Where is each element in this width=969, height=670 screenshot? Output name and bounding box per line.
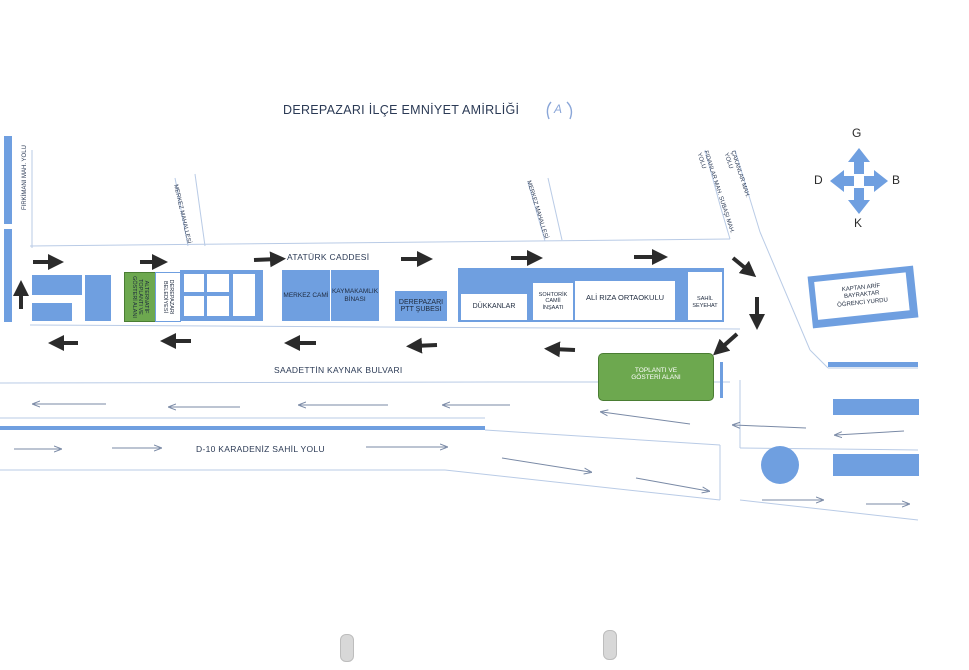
merkez-cami-label: MERKEZ CAMİ (283, 291, 329, 299)
ptt-label: DEREPAZARI PTT ŞUBESİ (398, 298, 444, 314)
building-grid (180, 270, 263, 321)
compass: G K D B (812, 124, 912, 234)
compass-east: B (892, 173, 901, 187)
saadettin-kaynak-label: SAADETTİN KAYNAK BULVARI (274, 365, 403, 375)
map-title: DEREPAZARI İLÇE EMNİYET AMİRLİĞİ (283, 103, 520, 117)
binder-hole-left (340, 634, 354, 662)
building-complex: DÜKKANLAR SOHTORİK CAMİİ İNŞAATI ALİ RIZ… (458, 268, 724, 322)
sohtorik-camii: SOHTORİK CAMİİ İNŞAATI (532, 282, 574, 321)
compass-north: G (852, 126, 862, 140)
d10-road-label: D-10 KARADENİZ SAHİL YOLU (196, 444, 325, 454)
compass-arrows-icon (830, 148, 888, 214)
title-mark: A (543, 99, 575, 121)
ptt-subesi: DEREPAZARI PTT ŞUBESİ (395, 291, 447, 321)
building-left-c (85, 275, 111, 321)
compass-west: D (814, 173, 823, 187)
derepazari-belediyesi: DEREPAZARI BELEDİYESİ (155, 272, 181, 322)
right-block-a (833, 399, 919, 415)
left-road-strip-top (4, 136, 12, 224)
sahil-seyehat: SAHİL SEYEHAT (687, 271, 723, 321)
dukkanlar: DÜKKANLAR (460, 293, 528, 321)
roundabout (761, 446, 799, 484)
ali-riza-label: ALİ RIZA ORTAOKULU (585, 293, 665, 303)
right-strip (828, 362, 918, 367)
sohtorik-label: SOHTORİK CAMİİ İNŞAATI (538, 291, 568, 311)
merkez-cami: MERKEZ CAMİ (282, 270, 330, 321)
ali-riza-ortaokulu: ALİ RIZA ORTAOKULU (574, 280, 676, 321)
sahil-label: SAHİL SEYEHAT (692, 296, 718, 309)
toplanti-gosteri-alani: TOPLANTI VE GÖSTERİ ALANI (598, 353, 714, 401)
kaymakamlik-binasi: KAYMAKAMLIK BİNASI (331, 270, 379, 321)
binder-hole-right (603, 630, 617, 660)
left-road-strip-bottom (4, 229, 12, 322)
toplanti-side-strip (720, 362, 723, 398)
toplanti-label: TOPLANTI VE GÖSTERİ ALANI (631, 366, 681, 382)
kaymakamlik-label: KAYMAKAMLIK BİNASI (331, 288, 379, 303)
dukkanlar-label: DÜKKANLAR (472, 303, 516, 311)
compass-south: K (854, 216, 863, 230)
ataturk-caddesi-label: ATATÜRK CADDESİ (287, 252, 370, 262)
building-left-b (32, 303, 72, 321)
building-left-a (32, 275, 82, 295)
right-block-b (833, 454, 919, 476)
